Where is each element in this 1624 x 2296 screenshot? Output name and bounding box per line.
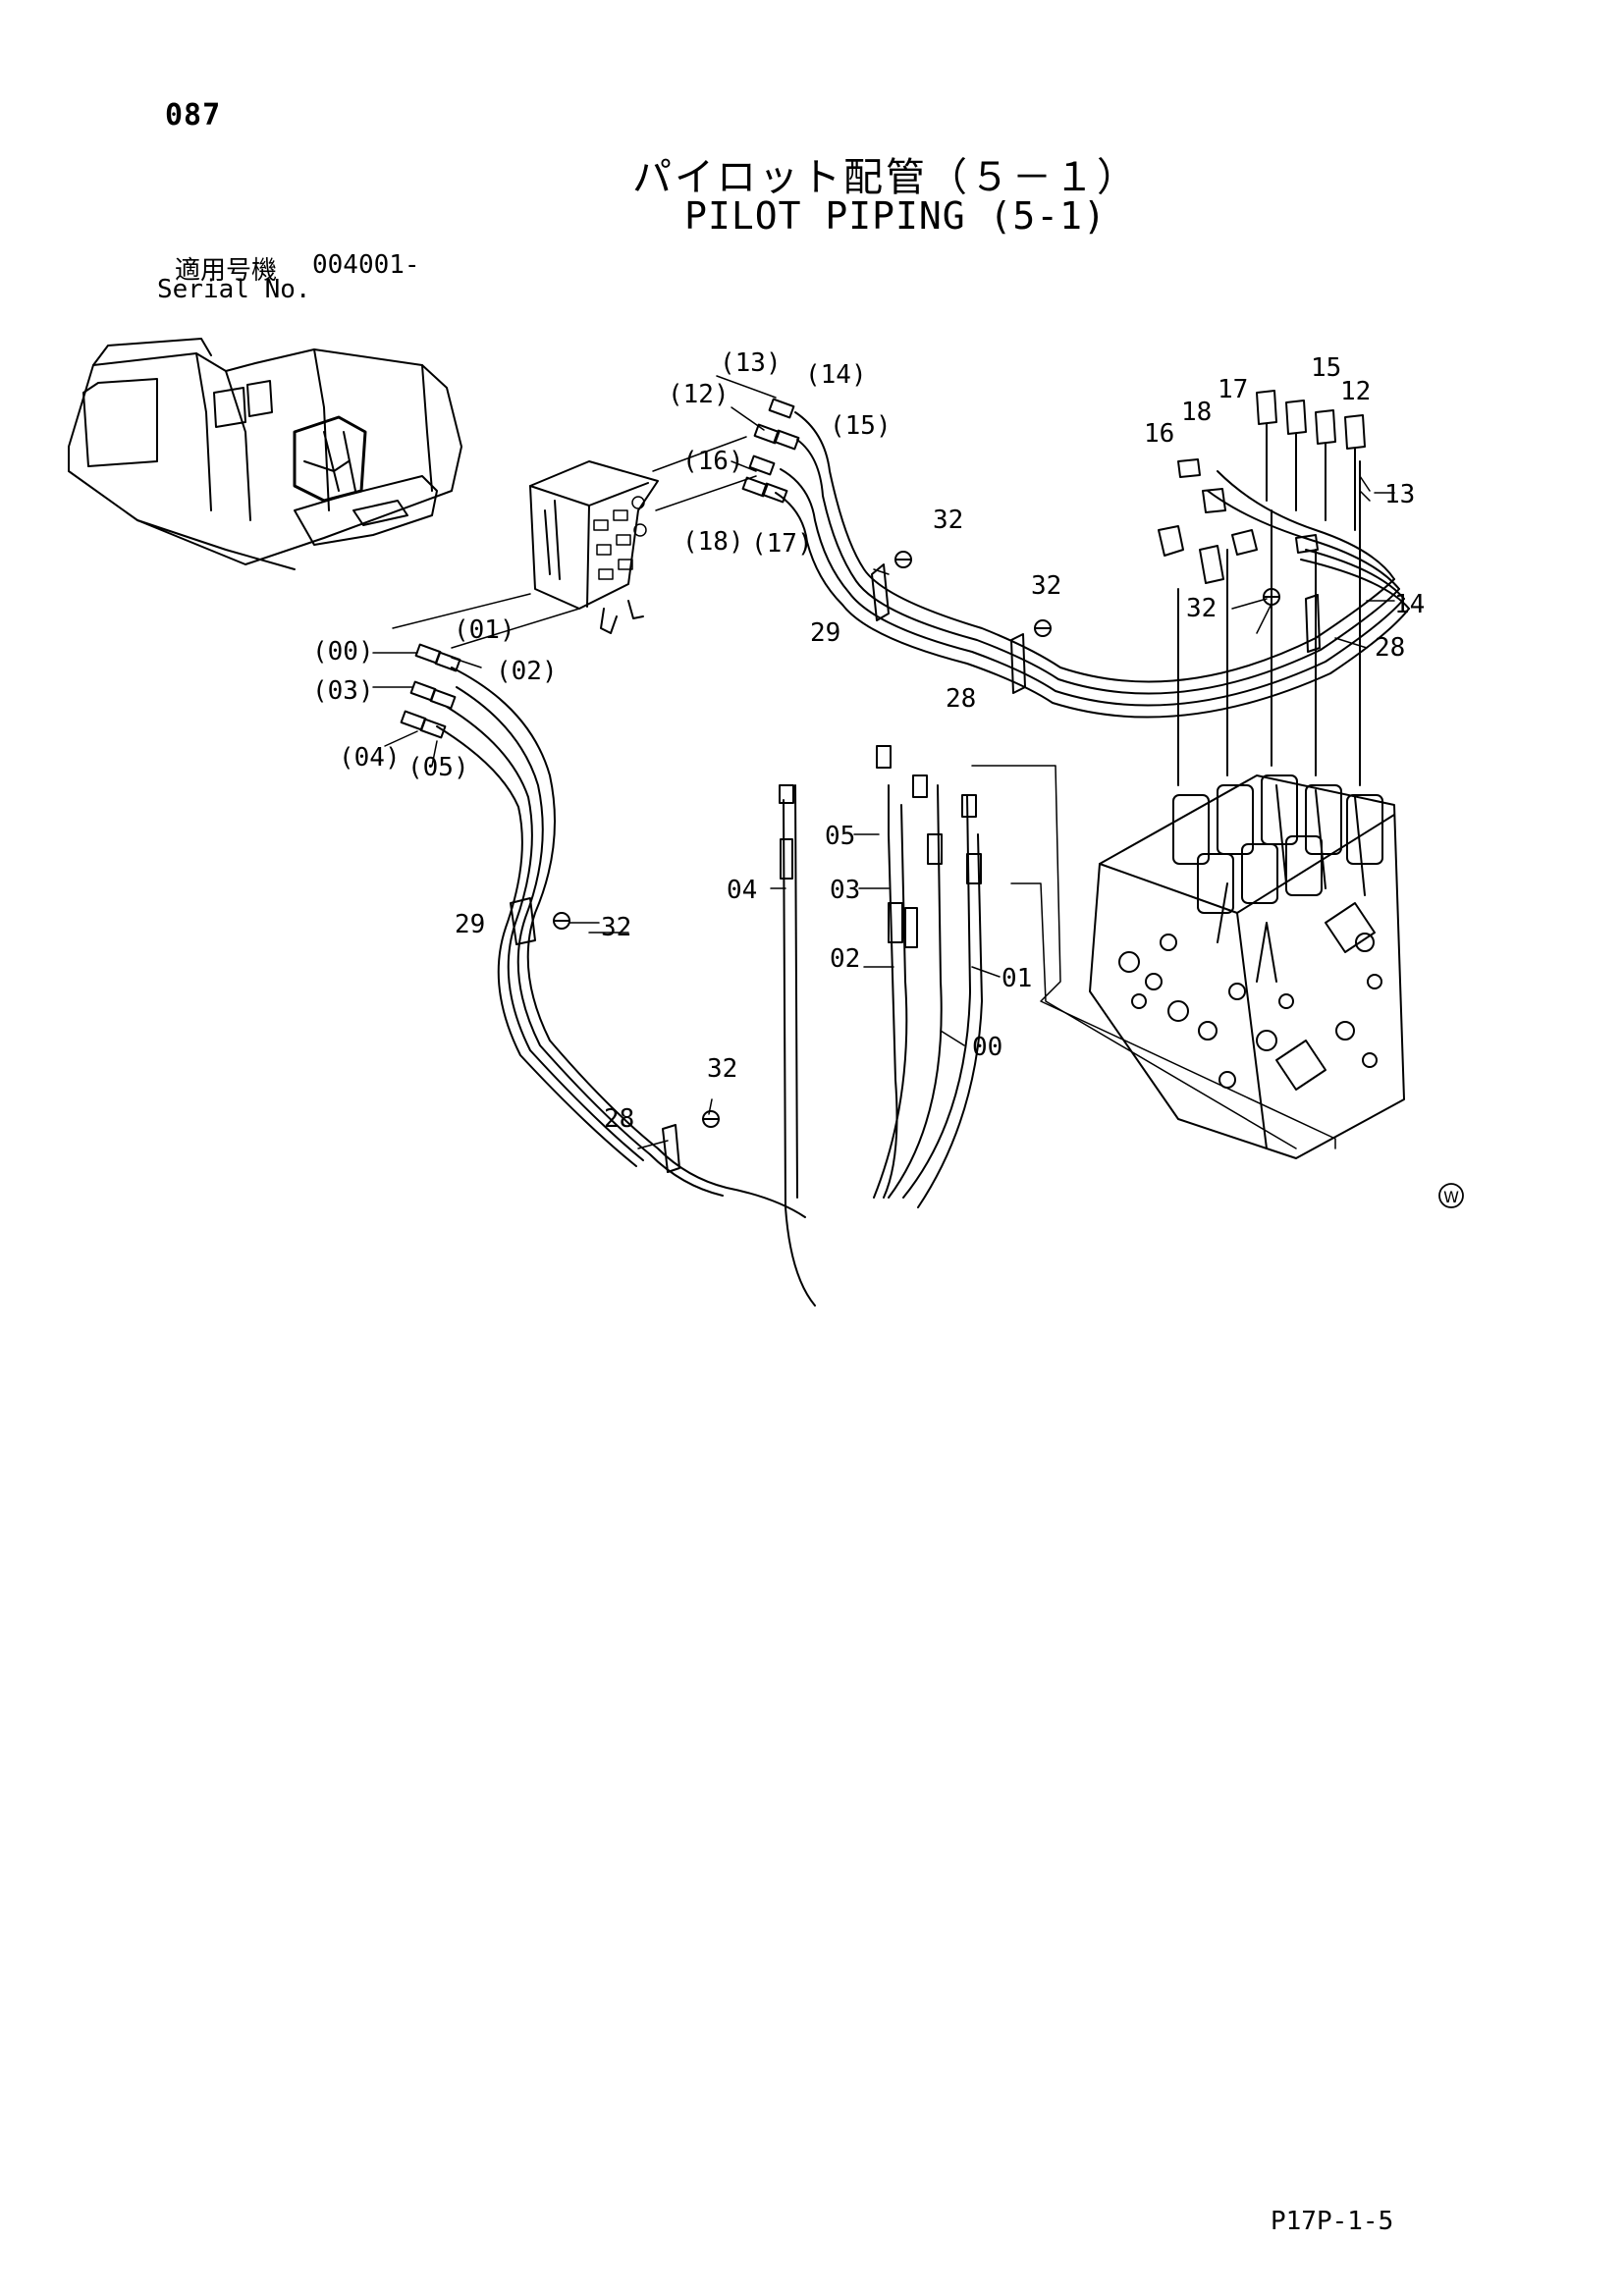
- callout-14: 14: [1394, 590, 1425, 619]
- callout-02: 02: [830, 944, 860, 974]
- control-valve-assembly: [1089, 460, 1405, 1159]
- callout-02-parenthesized: (02): [496, 657, 558, 686]
- upper-right-fittings: [1158, 390, 1366, 584]
- callout-04-parenthesized: (04): [339, 743, 401, 773]
- serial-label-english: Serial No.: [157, 275, 311, 304]
- callout-29-left: 29: [455, 910, 485, 939]
- callout-17-parenthesized: (17): [751, 529, 813, 559]
- callout-18: 18: [1181, 398, 1212, 427]
- serial-number-value: 004001-: [312, 250, 420, 280]
- callout-14-parenthesized: (14): [805, 360, 867, 390]
- callout-03: 03: [830, 876, 860, 905]
- callout-32-middle: 32: [1031, 571, 1061, 601]
- lower-left-hose-bundle: [400, 643, 806, 1218]
- callout-05-parenthesized: (05): [407, 753, 469, 782]
- page-title-japanese: パイロット配管（５－１）: [632, 155, 1139, 200]
- page-footer-code: P17P-1-5: [1271, 2207, 1394, 2236]
- callout-29-upper: 29: [810, 618, 840, 648]
- page-title-english: PILOT PIPING (5-1): [684, 194, 1107, 238]
- vertical-pipes: [779, 745, 983, 1307]
- callout-12-parenthesized: (12): [668, 380, 730, 409]
- callout-28-lower: 28: [604, 1104, 634, 1134]
- w-symbol-letter: W: [1443, 1188, 1459, 1206]
- excavator-overview-illustration: [68, 338, 462, 570]
- serial-label-japanese: 適用号機: [175, 256, 278, 286]
- callout-12: 12: [1340, 377, 1371, 406]
- fitting-leader-lines: [971, 765, 1336, 1149]
- callout-15-parenthesized: (15): [830, 411, 892, 441]
- upper-hose-bundle: [775, 411, 1410, 719]
- callout-16-parenthesized: (16): [682, 447, 744, 476]
- callout-01: 01: [1001, 964, 1032, 993]
- callout-04: 04: [727, 876, 757, 905]
- callout-leaders: [372, 375, 1395, 1149]
- callout-28-right: 28: [1375, 633, 1405, 663]
- callout-13: 13: [1384, 480, 1415, 509]
- guide-lines: [392, 436, 757, 649]
- pilot-valve-block: [529, 460, 659, 634]
- upper-bundle-clamps: [871, 551, 1321, 694]
- callout-16: 16: [1144, 419, 1174, 449]
- callout-18-parenthesized: (18): [682, 527, 744, 557]
- callout-32-left: 32: [601, 913, 631, 942]
- callout-17: 17: [1218, 375, 1248, 404]
- callout-13-parenthesized: (13): [720, 348, 782, 378]
- callout-03-parenthesized: (03): [312, 676, 374, 706]
- callout-32-lower: 32: [707, 1054, 737, 1084]
- callout-32-upper: 32: [933, 506, 963, 535]
- callout-28-upper: 28: [946, 684, 976, 714]
- callout-00-parenthesized: (00): [312, 637, 374, 667]
- w-symbol-mark: W: [1438, 1183, 1464, 1208]
- callout-labels: (13) (14) (12) (15) (16) (18) (17) (00) …: [312, 348, 1425, 1134]
- page-number: 087: [165, 98, 222, 133]
- callout-01-parenthesized: (01): [454, 615, 515, 645]
- callout-32-right: 32: [1186, 594, 1217, 623]
- callout-15: 15: [1311, 353, 1341, 383]
- callout-00: 00: [972, 1033, 1002, 1062]
- upper-hose-fittings: [741, 398, 800, 504]
- callout-05: 05: [825, 822, 855, 851]
